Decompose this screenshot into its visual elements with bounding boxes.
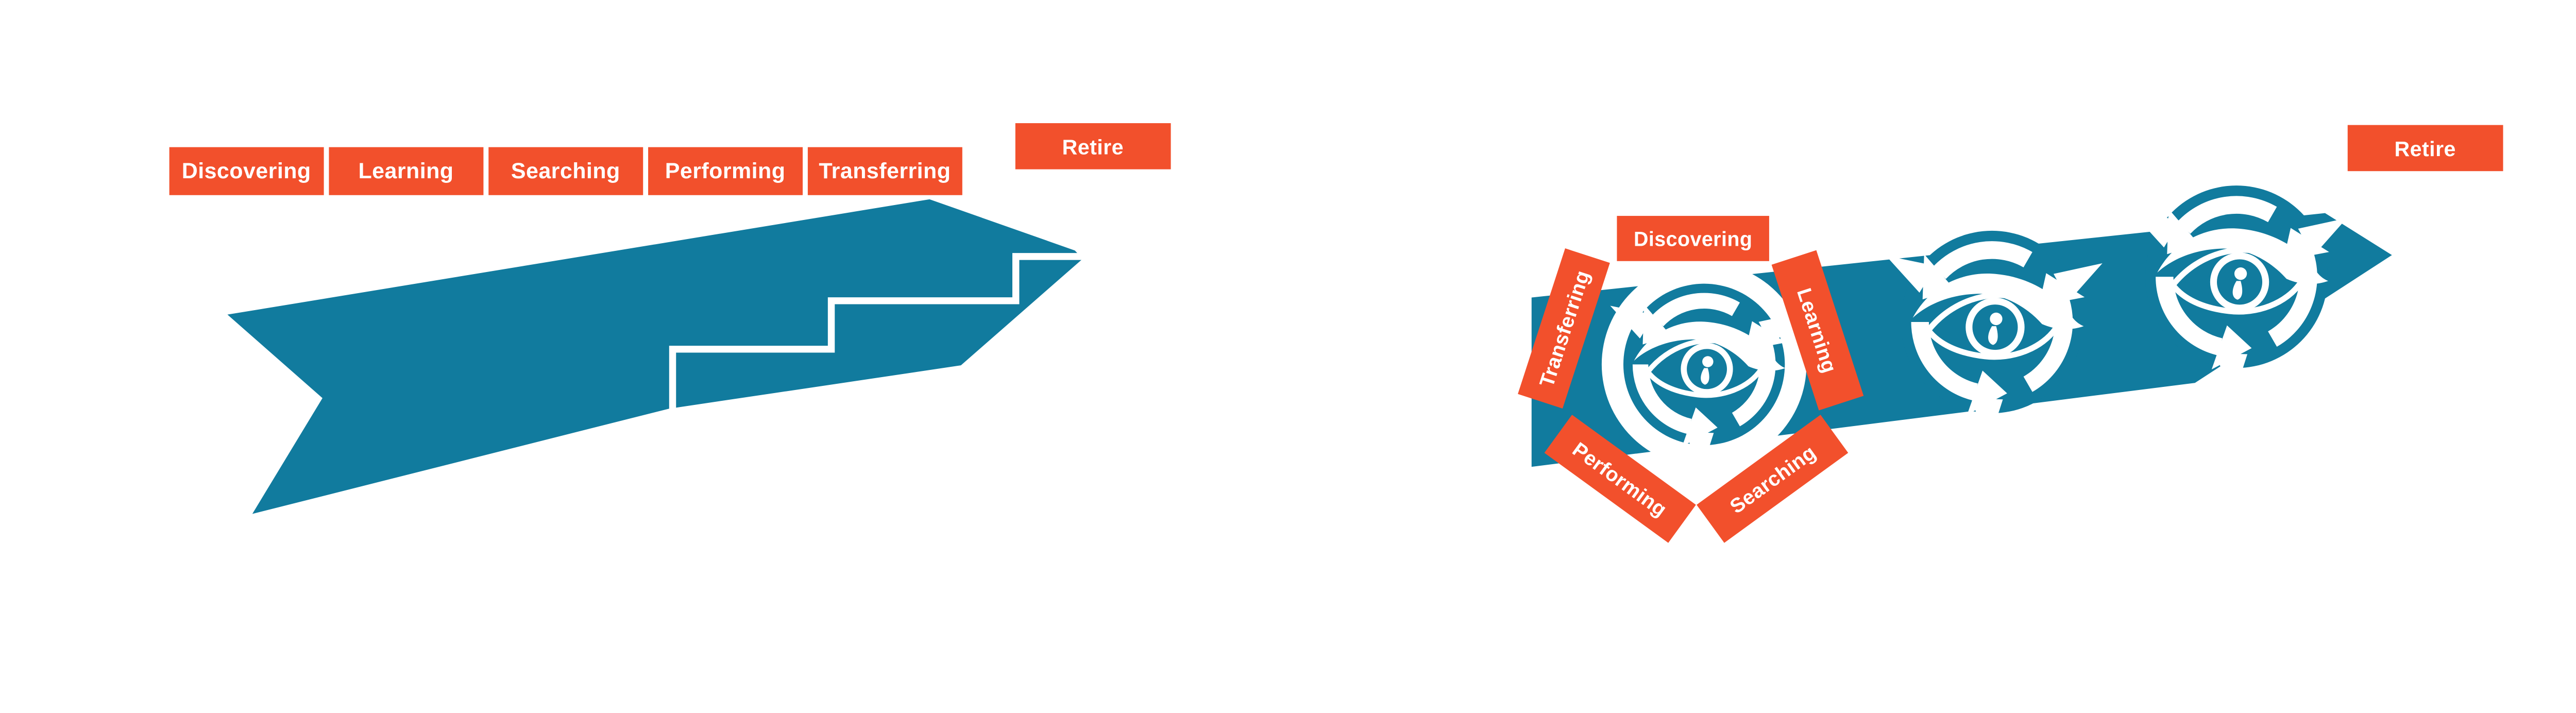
eye-pupil-comma	[1988, 326, 1998, 345]
cycle-arc	[2156, 276, 2223, 356]
eye-pupil-dot	[2234, 267, 2247, 280]
cycle-arc	[1652, 293, 1740, 327]
stage-label-text: Searching	[511, 159, 620, 183]
eye-outline	[1924, 292, 2060, 360]
staircase-line	[669, 253, 1105, 414]
stage-label-text: Discovering	[1634, 228, 1752, 251]
cycle-arc	[1933, 241, 2032, 279]
retire-label-text: Retire	[1062, 135, 1124, 159]
stage-label-box	[1771, 250, 1864, 411]
left-arrow-body	[227, 199, 1083, 514]
stage-label-box	[1518, 248, 1610, 409]
stage-label-text: Transferring	[819, 159, 951, 183]
cycle-arrowhead-spike	[2130, 210, 2181, 248]
left-staircase-arrow-group: Discovering Learning Searching Performin…	[169, 123, 1171, 514]
eye-pupil-dot	[1702, 356, 1714, 367]
cycle-arrowhead-spike	[2298, 218, 2347, 257]
stage-label-box	[1544, 415, 1696, 543]
right-retire-label: Retire	[2347, 125, 2503, 172]
stage-label-text: Learning	[358, 159, 453, 183]
retire-label-text: Retire	[2394, 137, 2455, 161]
left-retire-label: Retire	[1015, 123, 1171, 169]
eye-iris-ring	[1965, 297, 2025, 357]
cycle-arrowhead-spike	[1886, 256, 1936, 293]
stage-label-box	[329, 147, 484, 195]
eye-outline	[1645, 338, 1765, 398]
cycle-arrowhead-spike	[2053, 263, 2103, 302]
eye-iris-ring	[1681, 343, 1733, 395]
left-stage-label-row: Discovering Learning Searching Performin…	[169, 147, 962, 195]
retire-label-box	[2347, 125, 2503, 172]
eye-brow	[1634, 321, 1786, 371]
cycle-arc	[2177, 196, 2277, 234]
eye-brow	[2157, 228, 2329, 284]
eye-pupil-dot	[1990, 312, 2003, 326]
eye-pupil-comma	[2232, 281, 2243, 300]
eye-cycle-icon	[1601, 262, 1807, 476]
stage-label-box	[648, 147, 803, 195]
cycle-arrowhead-spike	[2216, 353, 2248, 402]
right-cycle-arrow-group: Discovering Learning Searching Performin…	[1518, 125, 2503, 543]
stage-label-box	[807, 147, 962, 195]
cycle-arrowhead-spike	[1610, 305, 1655, 339]
pentagon-label-discovering: Discovering	[1617, 216, 1769, 261]
stage-label-box	[169, 147, 324, 195]
cycle-arrowhead-spike	[1971, 398, 2003, 447]
stage-label-text: Performing	[665, 159, 786, 183]
eye-outline	[2169, 247, 2304, 315]
stage-label-text: Discovering	[182, 159, 311, 183]
stage-label-box	[1617, 216, 1769, 261]
eye-cycle-icon-layer	[1601, 185, 2347, 476]
retire-label-box	[1015, 123, 1171, 169]
eye-cycle-icon	[1886, 230, 2103, 447]
cycle-arrowhead-spike	[1686, 432, 1714, 476]
infographic-canvas: Discovering Learning Searching Performin…	[169, 123, 2503, 543]
eye-brow	[1912, 274, 2084, 329]
career-stages-diagram: Discovering Learning Searching Performin…	[169, 123, 2503, 543]
eye-pupil-comma	[1701, 368, 1709, 385]
cycle-arc	[1632, 364, 1692, 434]
stage-label-box	[488, 147, 643, 195]
stage-label-box	[1697, 415, 1849, 543]
eye-cycle-icon	[2130, 185, 2347, 402]
cycle-arc	[1911, 321, 1978, 401]
eye-iris-ring	[2210, 252, 2269, 312]
